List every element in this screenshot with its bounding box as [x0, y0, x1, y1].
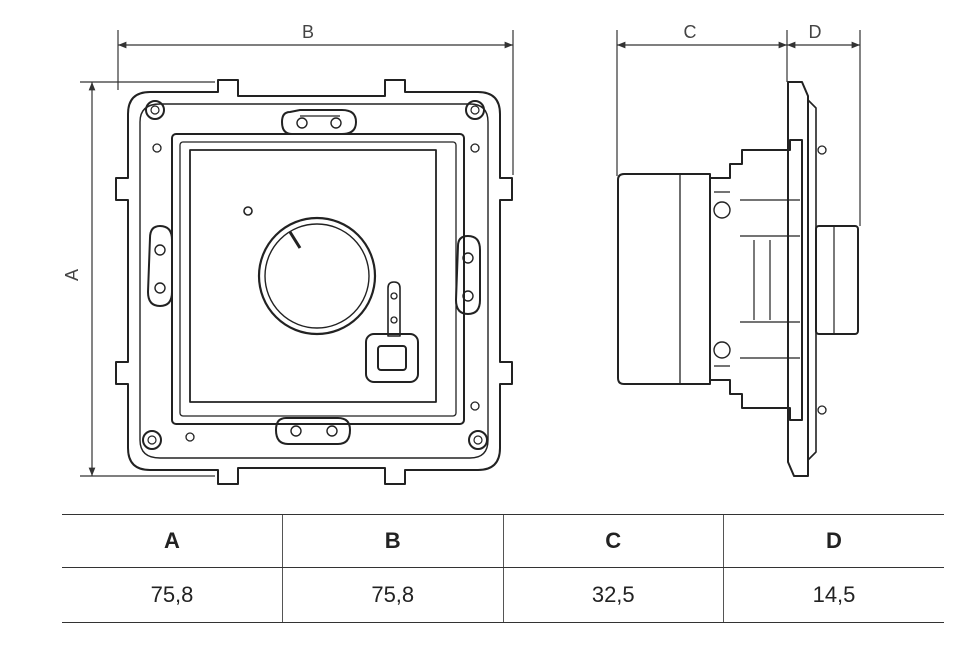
dimension-c-label: C [684, 22, 697, 42]
side-view [617, 81, 859, 477]
value-c: 32,5 [502, 567, 724, 623]
table-row: 75,8 75,8 32,5 14,5 [62, 567, 944, 623]
header-c: C [502, 514, 724, 568]
dimension-a-label: A [62, 269, 82, 281]
dimension-b-label: B [302, 22, 314, 42]
corner-hole-bl [142, 430, 162, 450]
rear-housing [617, 173, 711, 385]
technical-drawing: B A C D [62, 22, 861, 485]
rotary-knob [257, 216, 377, 336]
sensor-connector [387, 281, 401, 337]
corner-hole-tr [465, 100, 485, 120]
knob-profile [815, 225, 859, 335]
cover-plate [189, 149, 437, 403]
value-a: 75,8 [62, 567, 283, 623]
mechanism-body [709, 139, 803, 421]
right-claw-slot [455, 235, 481, 315]
corner-hole-br [468, 430, 488, 450]
mechanism-housing [171, 133, 465, 425]
corner-hole-tl [145, 100, 165, 120]
frame-inner-outline [139, 103, 489, 459]
front-plate-profile [787, 81, 809, 477]
value-b: 75,8 [282, 567, 503, 623]
table-header-row: A B C D [62, 514, 944, 568]
bottom-claw-slot [275, 417, 351, 445]
value-d: 14,5 [723, 567, 944, 623]
dimension-lines [80, 30, 861, 477]
dimension-d-label: D [809, 22, 822, 42]
header-b: B [282, 514, 503, 568]
mounting-frame-outline [115, 79, 513, 485]
led-indicator [243, 206, 253, 216]
dimensions-table: A B C D 75,8 75,8 32,5 14,5 [62, 514, 944, 623]
header-d: D [723, 514, 944, 568]
header-a: A [62, 514, 283, 568]
front-view [115, 79, 513, 485]
left-claw-slot [147, 225, 173, 307]
top-claw-slot [281, 109, 357, 135]
